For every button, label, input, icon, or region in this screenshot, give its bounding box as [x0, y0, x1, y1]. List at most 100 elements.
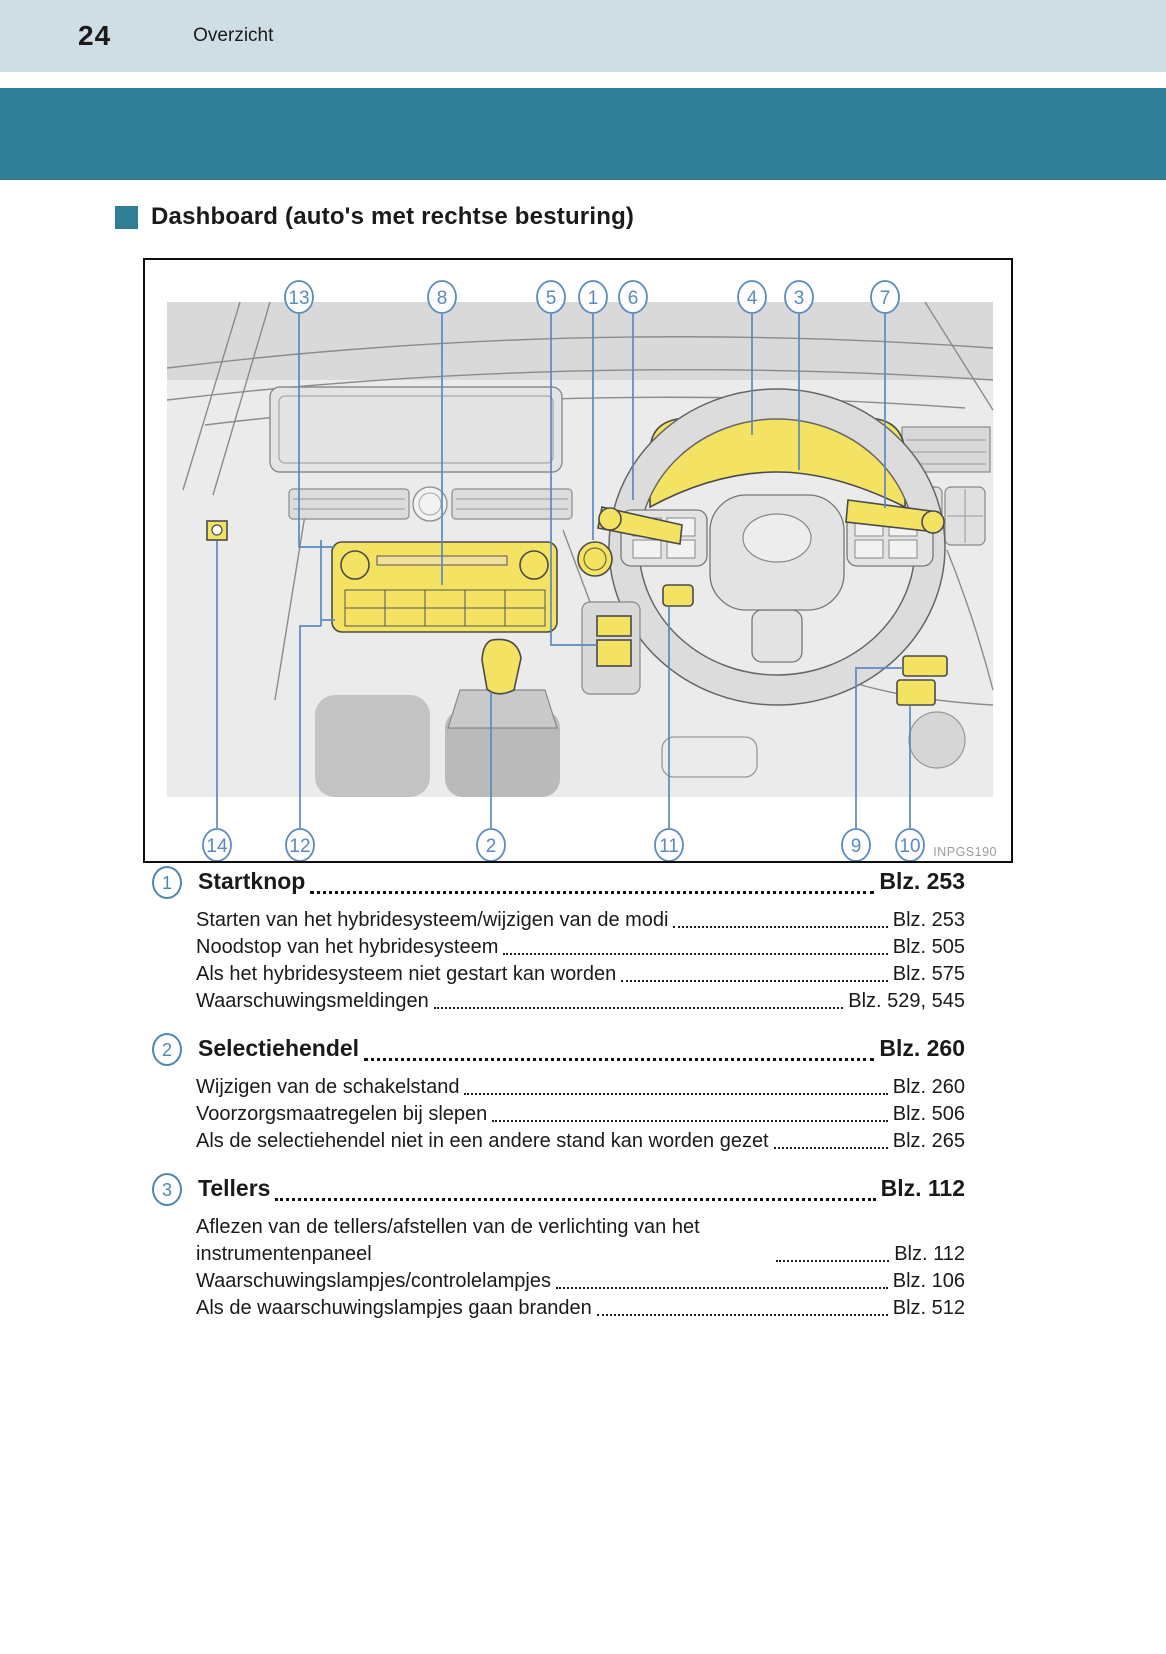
- legend-subitem: Waarschuwingslampjes/controlelampjes Blz…: [152, 1268, 965, 1295]
- callout-11: 11: [654, 828, 684, 861]
- diagram-legend-list: 1 Startknop Blz. 253 Starten van het hyb…: [152, 866, 965, 1340]
- svg-text:5: 5: [546, 288, 557, 309]
- dot-leader: [673, 926, 888, 928]
- dot-leader: [776, 1260, 890, 1262]
- legend-subitem: Als het hybridesysteem niet gestart kan …: [152, 961, 965, 988]
- page-reference: Blz. 512: [892, 1297, 965, 1319]
- callout-8: 8: [427, 280, 457, 314]
- page-header: 24 Overzicht: [0, 0, 1166, 72]
- page-reference: Blz. 253: [879, 868, 965, 894]
- legend-heading: 1 Startknop Blz. 253: [152, 866, 965, 899]
- svg-text:11: 11: [659, 836, 679, 857]
- leader-lines: [216, 314, 911, 828]
- legend-subitem: Wijzigen van de schakelstand Blz. 260: [152, 1074, 965, 1101]
- callout-12: 12: [285, 828, 315, 861]
- legend-heading: 3 Tellers Blz. 112: [152, 1173, 965, 1206]
- svg-text:13: 13: [288, 288, 309, 309]
- gear-shifter: [447, 638, 558, 729]
- console-box: [661, 736, 758, 778]
- figure-code: INPGS190: [933, 845, 997, 859]
- callout-9: 9: [841, 828, 871, 861]
- turn-signal-lever: [845, 499, 945, 534]
- center-vents: [288, 486, 573, 522]
- section-heading-title: Dashboard (auto's met rechtse besturing): [151, 203, 635, 230]
- dashboard-diagram: 13 8 5 1 6 4 3 7 14 12 2 11 9 10 INPGS19…: [143, 258, 1013, 863]
- legend-subitem: Noodstop van het hybridesysteem Blz. 505: [152, 934, 965, 961]
- seat-shape: [315, 695, 430, 797]
- door-speaker: [908, 711, 966, 769]
- page-reference: Blz. 260: [892, 1076, 965, 1098]
- callout-4: 4: [737, 280, 767, 314]
- page-reference: Blz. 506: [892, 1103, 965, 1125]
- svg-text:8: 8: [437, 288, 448, 309]
- dot-leader: [503, 953, 888, 955]
- page-reference: Blz. 112: [880, 1175, 965, 1201]
- navigation-screen: [269, 386, 563, 473]
- circled-number: 2: [152, 1033, 182, 1066]
- legend-subitem: Waarschuwingsmeldingen Blz. 529, 545: [152, 988, 965, 1015]
- legend-item-selectiehendel: 2 Selectiehendel Blz. 260 Wijzigen van d…: [152, 1033, 965, 1155]
- callout-13: 13: [284, 280, 314, 314]
- dashboard-linework: [166, 301, 994, 706]
- dot-leader: [773, 1147, 888, 1149]
- legend-subitem: Als de selectiehendel niet in een andere…: [152, 1128, 965, 1155]
- legend-title: Tellers: [198, 1175, 271, 1201]
- mirror-switch: [206, 520, 228, 541]
- dot-leader: [275, 1198, 876, 1201]
- legend-title: Selectiehendel: [198, 1035, 360, 1061]
- legend-item-startknop: 1 Startknop Blz. 253 Starten van het hyb…: [152, 866, 965, 1015]
- dot-leader: [596, 1314, 888, 1316]
- callout-3: 3: [784, 280, 814, 314]
- page-number: 24: [78, 20, 112, 51]
- svg-text:6: 6: [628, 288, 639, 309]
- page-reference: Blz. 260: [879, 1035, 965, 1061]
- page-reference: Blz. 253: [892, 909, 965, 931]
- legend-subitem: Aflezen van de tellers/afstellen van de …: [152, 1214, 965, 1268]
- page-reference: Blz. 529, 545: [848, 990, 965, 1012]
- svg-text:14: 14: [206, 836, 228, 857]
- analog-clock: [412, 486, 448, 522]
- callout-14: 14: [202, 828, 232, 861]
- dot-leader: [492, 1120, 888, 1122]
- dashboard-illustration: 13 8 5 1 6 4 3 7 14 12 2 11 9 10 INPGS19…: [166, 280, 997, 861]
- column-switch: [662, 584, 694, 607]
- audio-climate-panel: [331, 541, 558, 633]
- dot-leader: [621, 980, 888, 982]
- callout-1: 1: [578, 280, 608, 314]
- chapter-color-band: [0, 88, 1166, 180]
- seat-shape: [445, 710, 560, 797]
- legend-heading: 2 Selectiehendel Blz. 260: [152, 1033, 965, 1066]
- dash-switch-lower: [896, 679, 936, 706]
- wiper-lever: [597, 506, 683, 545]
- svg-text:12: 12: [289, 836, 310, 857]
- dot-leader: [464, 1093, 888, 1095]
- legend-subitem: Starten van het hybridesysteem/wijzigen …: [152, 907, 965, 934]
- legend-title: Startknop: [198, 868, 306, 894]
- callout-5: 5: [536, 280, 566, 314]
- page-reference: Blz. 106: [892, 1270, 965, 1292]
- light-switch-panel: [581, 601, 641, 695]
- dot-leader: [433, 1007, 844, 1009]
- callout-2: 2: [476, 828, 506, 861]
- dash-switch-upper: [902, 655, 948, 677]
- legend-subitem: Voorzorgsmaatregelen bij slepen Blz. 506: [152, 1101, 965, 1128]
- svg-text:1: 1: [588, 288, 599, 309]
- section-heading: Dashboard (auto's met rechtse besturing): [115, 203, 634, 231]
- circled-number: 1: [152, 866, 182, 899]
- start-button: [577, 541, 613, 577]
- page-reference: Blz. 265: [892, 1130, 965, 1152]
- page-reference: Blz. 575: [892, 963, 965, 985]
- svg-text:10: 10: [899, 836, 920, 857]
- svg-text:9: 9: [851, 836, 862, 857]
- svg-text:2: 2: [486, 836, 497, 857]
- circled-number: 3: [152, 1173, 182, 1206]
- callout-7: 7: [870, 280, 900, 314]
- callout-10: 10: [895, 828, 925, 861]
- dot-leader: [555, 1287, 888, 1289]
- dot-leader: [364, 1058, 875, 1061]
- page-reference: Blz. 505: [892, 936, 965, 958]
- page-reference: Blz. 112: [894, 1243, 965, 1265]
- instrument-cluster: [649, 417, 906, 509]
- dot-leader: [310, 891, 875, 894]
